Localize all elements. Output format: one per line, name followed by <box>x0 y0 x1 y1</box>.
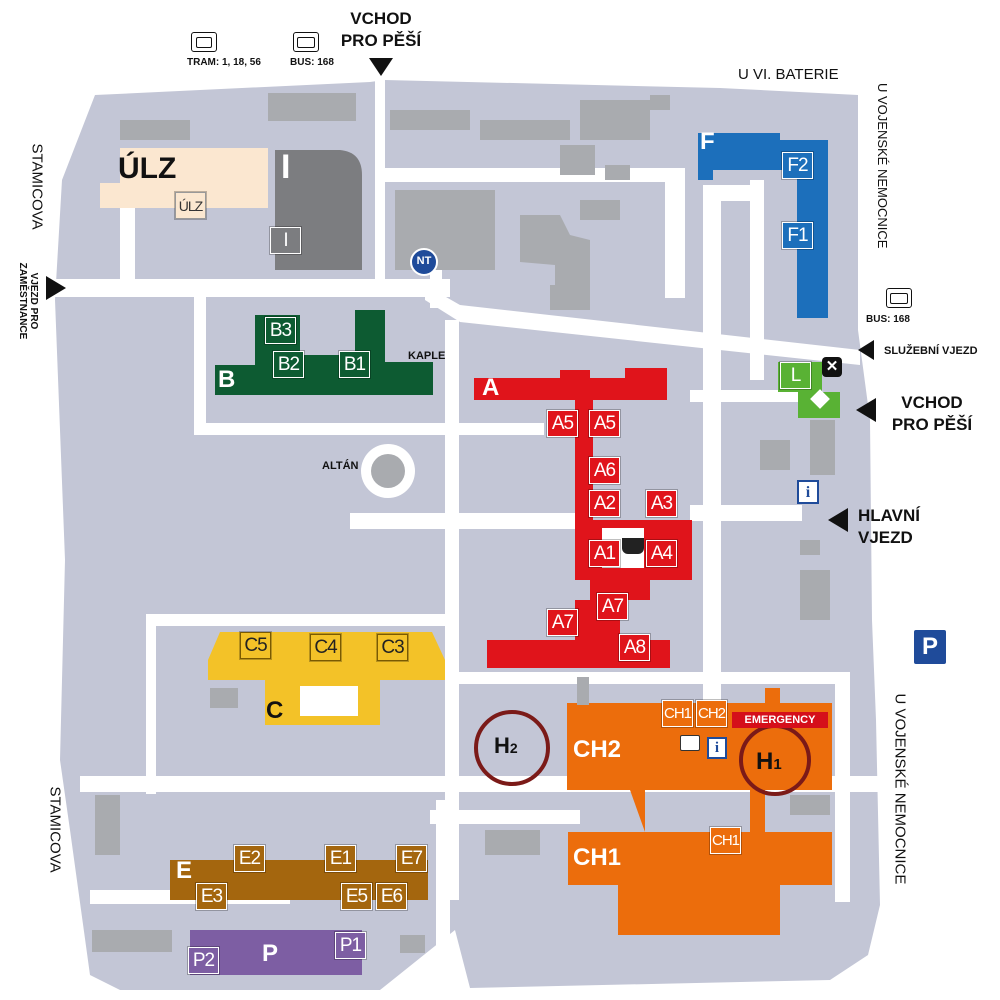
helipad-h2-letter: H <box>494 733 510 758</box>
building-ulz-label: ÚLZ <box>118 152 177 185</box>
badge-a8: A8 <box>618 633 651 662</box>
main-entrance-line2: VJEZD <box>858 528 913 547</box>
helipad-h2-label: H2 <box>494 733 518 759</box>
kaple-label: KAPLE <box>408 350 446 362</box>
parking-sign: P <box>914 630 946 664</box>
badge-a6: A6 <box>588 456 621 485</box>
roads <box>30 80 880 980</box>
tram-icon <box>191 32 217 52</box>
badge-e6: E6 <box>375 882 408 911</box>
building-a-label: A <box>482 374 500 401</box>
entrance-pedestrian-line2: PRO PĚŠÍ <box>891 415 973 434</box>
badge-a4: A4 <box>645 539 678 568</box>
building-b-label: B <box>218 366 236 393</box>
entrance-pedestrian-right-arrow <box>856 398 876 422</box>
staff-entrance-arrow <box>46 276 66 300</box>
badge-e1: E1 <box>324 844 357 873</box>
entrance-top-line1: VCHOD <box>350 9 412 28</box>
entrance-top-label: VCHOD PRO PĚŠÍ <box>326 8 436 52</box>
helipad-h2 <box>474 710 550 786</box>
entrance-pedestrian-right-label: VCHOD PRO PĚŠÍ <box>882 392 982 436</box>
bus-icon-right <box>886 288 912 308</box>
building-f-label: F <box>700 128 715 155</box>
entrance-top-line2: PRO PĚŠÍ <box>340 31 422 50</box>
building-ch1-shape <box>568 790 832 935</box>
street-stamicova-bottom: STAMICOVA <box>46 786 64 873</box>
badge-f2: F2 <box>781 151 814 180</box>
shop-basket-icon <box>680 735 700 751</box>
badge-a1: A1 <box>588 539 621 568</box>
main-entrance-label: HLAVNÍ VJEZD <box>858 505 920 549</box>
main-entrance-line1: HLAVNÍ <box>858 506 921 525</box>
altan-label: ALTÁN <box>322 460 359 472</box>
helipad-h2-sub: 2 <box>509 740 518 756</box>
building-ch2-label: CH2 <box>573 736 622 763</box>
badge-ulz: ÚLZ <box>174 191 207 220</box>
info-icon-entrance: i <box>797 480 819 504</box>
info-icon-ch2: i <box>707 737 727 759</box>
badge-i: I <box>269 226 302 255</box>
street-u-vojenske-top: U VOJENSKÉ NEMOCNICE <box>875 83 890 249</box>
building-p-label: P <box>262 940 279 967</box>
badge-p1: P1 <box>334 931 367 960</box>
no-entry-icon: ✕ <box>822 357 842 377</box>
badge-a3: A3 <box>645 489 678 518</box>
badge-a5-left: A5 <box>546 409 579 438</box>
badge-ch1-top: CH1 <box>661 699 694 728</box>
staff-entrance-line1: VJEZD PRO <box>28 272 39 330</box>
helipad-h1-letter: H <box>756 748 774 775</box>
emergency-label: EMERGENCY <box>732 712 828 728</box>
badge-e3: E3 <box>195 882 228 911</box>
helipad-h1-sub: 1 <box>773 756 782 773</box>
badge-a2: A2 <box>588 489 621 518</box>
bus-label-top: BUS: 168 <box>290 57 334 68</box>
badge-e2: E2 <box>233 844 266 873</box>
service-entrance-label: SLUŽEBNÍ VJEZD <box>884 345 978 357</box>
badge-l: L <box>779 361 812 390</box>
street-u-vi-baterie: U VI. BATERIE <box>738 66 839 83</box>
staff-entrance-line2: ZAMĚSTNANCE <box>17 262 28 340</box>
bus-icon-top <box>293 32 319 52</box>
building-c-courtyard <box>300 686 358 716</box>
altan <box>371 454 405 488</box>
badge-c5: C5 <box>239 631 272 660</box>
badge-e7: E7 <box>395 844 428 873</box>
ch-connector <box>577 677 589 705</box>
service-entrance-arrow <box>858 340 874 360</box>
tram-label: TRAM: 1, 18, 56 <box>187 57 261 68</box>
building-ulz-shape <box>100 148 268 208</box>
nt-label: NT <box>416 255 432 267</box>
badge-p2: P2 <box>187 946 220 975</box>
building-i-label: I <box>281 148 291 186</box>
badge-e5: E5 <box>340 882 373 911</box>
nt-icon <box>410 248 438 276</box>
street-u-vojenske-bottom: U VOJENSKÉ NEMOCNICE <box>891 693 909 885</box>
building-c-label: C <box>266 697 284 724</box>
gray-buildings <box>92 93 835 953</box>
badge-c3: C3 <box>376 633 409 662</box>
badge-f1: F1 <box>781 221 814 250</box>
staff-entrance-label: VJEZD PRO ZAMĚSTNANCE <box>17 261 39 341</box>
badge-a7-left: A7 <box>546 608 579 637</box>
building-a-shape <box>474 368 692 668</box>
main-entrance-arrow <box>828 508 848 532</box>
badge-b1: B1 <box>338 350 371 379</box>
badge-b3: B3 <box>264 316 297 345</box>
badge-b2: B2 <box>272 350 305 379</box>
entrance-pedestrian-line1: VCHOD <box>901 393 963 412</box>
badge-a5-right: A5 <box>588 409 621 438</box>
helipad-h1-label: H1 <box>756 748 782 776</box>
building-ch1-label: CH1 <box>573 844 622 871</box>
badge-ch1-mid: CH1 <box>709 826 742 855</box>
badge-a7-right: A7 <box>596 592 629 621</box>
badge-c4: C4 <box>309 633 342 662</box>
entrance-top-arrow <box>369 58 393 76</box>
cafe-cup-icon <box>622 538 644 554</box>
building-e-label: E <box>176 857 193 884</box>
badge-ch2-top: CH2 <box>695 699 728 728</box>
bus-label-right: BUS: 168 <box>866 314 910 325</box>
street-stamicova-top: STAMICOVA <box>28 143 46 230</box>
